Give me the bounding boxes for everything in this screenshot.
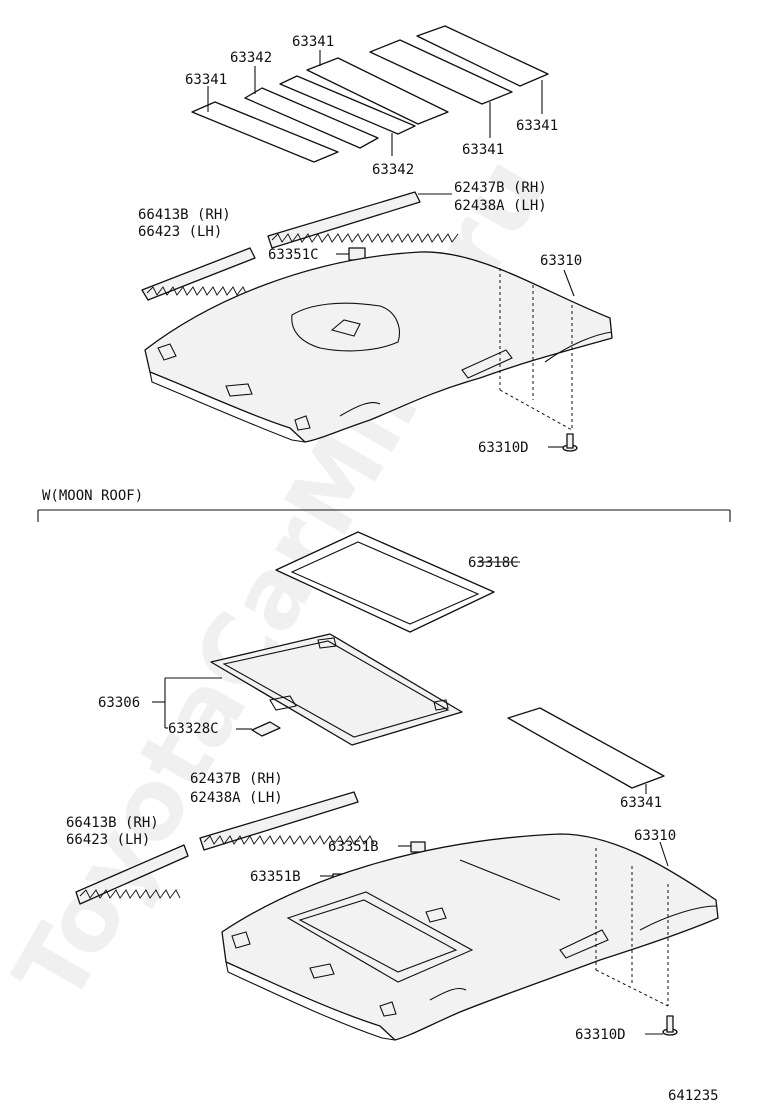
label-bot-63351b-b: 63351B bbox=[250, 869, 301, 885]
label-top-63310: 63310 bbox=[540, 253, 582, 269]
label-top-63341-c: 63341 bbox=[462, 142, 504, 158]
label-bot-62437b: 62437B (RH) bbox=[190, 771, 283, 787]
label-top-63341-b: 63341 bbox=[292, 34, 334, 50]
diagram-id: 641235 bbox=[668, 1088, 719, 1104]
wire-clip-strip-rh-bottom bbox=[199, 791, 375, 851]
label-bot-63310: 63310 bbox=[634, 828, 676, 844]
roof-headliner-top bbox=[144, 251, 613, 443]
pad-63341-center bbox=[306, 57, 449, 125]
silencer-pad-group-top bbox=[191, 25, 549, 163]
label-bot-66423: 66423 (LH) bbox=[66, 832, 150, 848]
label-top-66413b: 66413B (RH) bbox=[138, 207, 231, 223]
pad-63341-far-right bbox=[416, 25, 549, 87]
wire-clip-strip-lh-top bbox=[141, 247, 256, 301]
pad-63342-left bbox=[244, 87, 379, 149]
wire-clip-strip-lh-bottom bbox=[75, 844, 189, 905]
label-bot-63318c: 63318C bbox=[468, 555, 519, 571]
clip-63310d-top bbox=[562, 433, 578, 452]
label-bot-63351b-a: 63351B bbox=[328, 839, 379, 855]
label-top-66423: 66423 (LH) bbox=[138, 224, 222, 240]
clip-63351b-upper bbox=[410, 841, 426, 853]
label-bot-63306: 63306 bbox=[98, 695, 140, 711]
section-label-moon-roof: W(MOON ROOF) bbox=[42, 488, 143, 504]
label-top-63341-a: 63341 bbox=[185, 72, 227, 88]
label-bot-66413b: 66413B (RH) bbox=[66, 815, 159, 831]
moon-roof-weatherstrip-63318c bbox=[275, 531, 495, 633]
wire-clip-strip-rh-top bbox=[267, 191, 459, 249]
sunshade-63306 bbox=[210, 633, 463, 746]
label-top-63310d: 63310D bbox=[478, 440, 529, 456]
pad-63342-right bbox=[279, 75, 416, 135]
cover-63328c bbox=[251, 721, 281, 737]
label-top-63342-a: 63342 bbox=[230, 50, 272, 66]
label-top-63351c: 63351C bbox=[268, 247, 319, 263]
label-bot-63341: 63341 bbox=[620, 795, 662, 811]
label-bot-63310d: 63310D bbox=[575, 1027, 626, 1043]
label-top-62437b: 62437B (RH) bbox=[454, 180, 547, 196]
pad-63341-bottom bbox=[507, 707, 665, 789]
pad-63341-left bbox=[191, 101, 339, 163]
label-bot-63328c: 63328C bbox=[168, 721, 219, 737]
roof-headliner-bottom bbox=[221, 833, 719, 1041]
label-top-63341-d: 63341 bbox=[516, 118, 558, 134]
label-top-62438a: 62438A (LH) bbox=[454, 198, 547, 214]
label-bot-62438a: 62438A (LH) bbox=[190, 790, 283, 806]
label-top-63342-b: 63342 bbox=[372, 162, 414, 178]
pad-63341-right bbox=[369, 39, 513, 105]
clip-63310d-bottom bbox=[662, 1015, 678, 1036]
